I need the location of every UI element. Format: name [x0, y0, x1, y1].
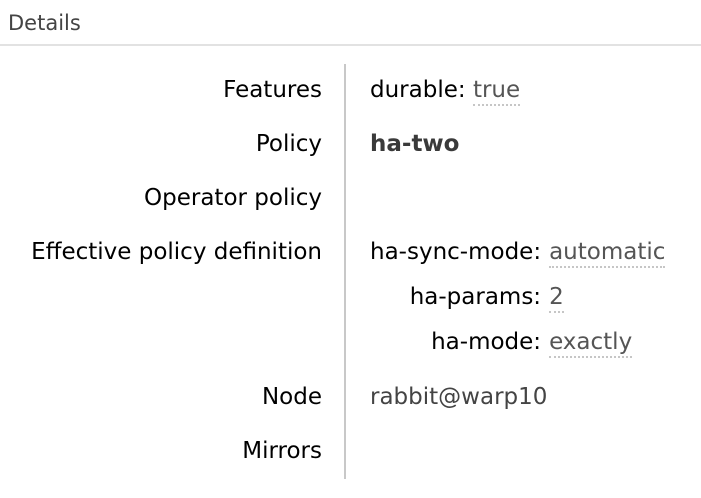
table-row-effective-policy-definition: Effective policy definition ha-sync-mode…	[0, 226, 695, 371]
kv-value-ha-sync-mode: automatic	[549, 239, 666, 269]
feature-key-durable: durable:	[370, 77, 466, 104]
row-value-operator-policy	[345, 172, 695, 226]
row-label-mirrors: Mirrors	[0, 424, 346, 479]
effective-policy-table: ha-sync-mode: automatic ha-params: 2 ha-…	[370, 238, 666, 359]
kv-key-ha-params: ha-params:	[409, 284, 542, 311]
section-divider	[0, 44, 701, 47]
row-value-node: rabbit@warp10	[345, 371, 695, 425]
policy-name: ha-two	[370, 131, 460, 158]
details-table: Features durable: true Policy ha-two Ope…	[0, 64, 695, 479]
row-value-policy: ha-two	[345, 118, 695, 172]
table-row-features: Features durable: true	[0, 64, 695, 119]
row-label-policy: Policy	[0, 118, 346, 173]
row-label-effective-policy-definition: Effective policy definition	[0, 226, 346, 371]
kv-row: ha-mode: exactly	[370, 328, 665, 359]
table-row-mirrors: Mirrors	[0, 424, 695, 479]
table-row-operator-policy: Operator policy	[0, 172, 695, 227]
section-title: Details	[8, 11, 81, 35]
row-label-node: Node	[0, 370, 346, 425]
kv-row: ha-sync-mode: automatic	[370, 238, 666, 283]
kv-value-ha-mode: exactly	[549, 329, 633, 359]
table-row-node: Node rabbit@warp10	[0, 370, 695, 425]
kv-value-ha-params: 2	[549, 284, 564, 314]
kv-row: ha-params: 2	[370, 283, 665, 328]
row-value-features: durable: true	[345, 64, 695, 118]
details-panel: Details Features durable: true Policy ha…	[0, 11, 701, 479]
node-name: rabbit@warp10	[370, 383, 548, 410]
feature-value-durable: true	[472, 77, 521, 107]
kv-key-ha-mode: ha-mode:	[431, 329, 542, 356]
row-value-mirrors	[345, 425, 695, 479]
row-label-operator-policy: Operator policy	[0, 172, 346, 227]
row-label-features: Features	[0, 64, 346, 119]
row-value-effective-policy-definition: ha-sync-mode: automatic ha-params: 2 ha-…	[345, 226, 695, 370]
kv-key-ha-sync-mode: ha-sync-mode:	[370, 239, 542, 266]
table-row-policy: Policy ha-two	[0, 118, 695, 173]
